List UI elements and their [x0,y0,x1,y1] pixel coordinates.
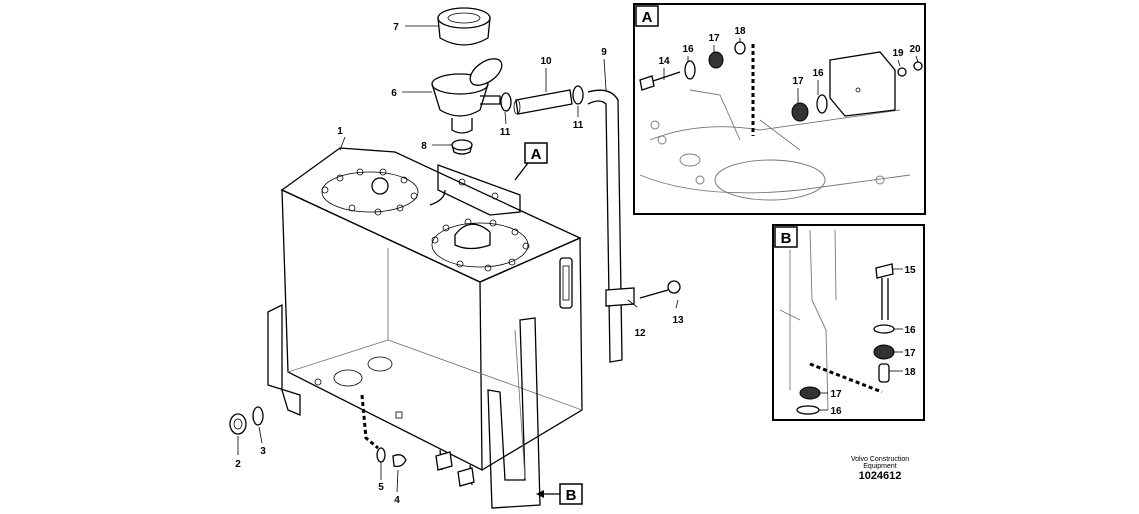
breather-filter [437,7,491,46]
drawing-number: 1024612 [859,470,902,482]
callout-8: 8 [421,141,427,152]
callout-13: 13 [672,315,684,326]
hose-10 [513,89,573,115]
breather-pipe [429,189,446,206]
brand-line-1: Volvo Construction [851,456,909,463]
support-column [487,317,541,509]
view-b-detail [772,224,925,421]
screw-13 [639,280,681,299]
view-a-label: A [642,9,653,26]
callout-2: 2 [235,459,241,470]
seal-5 [376,447,386,463]
callout-labels: 1 2 3 4 5 6 7 8 9 10 11 11 12 13 A 14 16… [235,9,921,506]
view-a-callout-16: 16 [682,44,694,55]
pipe-9 [587,89,635,363]
callout-10: 10 [540,56,552,67]
view-a-callout-16b: 16 [812,68,824,79]
ref-a-flag [514,142,548,181]
plug-4 [392,454,407,468]
filler-housing [431,58,503,134]
plug-2 [229,413,247,435]
hose-clamps [500,85,584,112]
view-a-callout-14: 14 [658,56,670,67]
view-a-callout-17: 17 [708,33,720,44]
view-b-callout-16: 16 [904,325,916,336]
callout-4: 4 [394,495,400,506]
callout-9: 9 [601,47,607,58]
callout-11-right: 11 [573,120,584,131]
callout-6: 6 [391,88,397,99]
view-a-callout-19: 19 [892,48,904,59]
callout-12: 12 [634,328,646,339]
view-a-callout-17b: 17 [792,76,804,87]
view-b-callout-17b: 17 [830,389,842,400]
view-b-callout-15: 15 [904,265,916,276]
callout-11-left: 11 [500,127,511,138]
view-b-callout-18: 18 [904,367,916,378]
ref-b-label: B [566,487,577,504]
view-a-callout-20: 20 [909,44,921,55]
view-a-detail [633,3,926,215]
view-b-label: B [781,230,792,247]
ref-b-flag [536,483,583,505]
view-b-callout-17: 17 [904,348,916,359]
view-b-callout-16b: 16 [830,406,842,417]
callout-5: 5 [378,482,384,493]
drawing-footer: Volvo Construction Equipment 1024612 [851,456,909,482]
callout-3: 3 [260,446,266,457]
seal-3 [252,406,264,426]
view-a-callout-18: 18 [734,26,746,37]
strainer [451,139,473,155]
hydraulic-tank [267,147,583,487]
callout-7: 7 [393,22,399,33]
dashed-leader [360,394,379,450]
leader-lines [237,25,919,493]
callout-1: 1 [337,126,343,137]
ref-a-label: A [531,146,542,163]
brand-line-2: Equipment [863,463,897,470]
